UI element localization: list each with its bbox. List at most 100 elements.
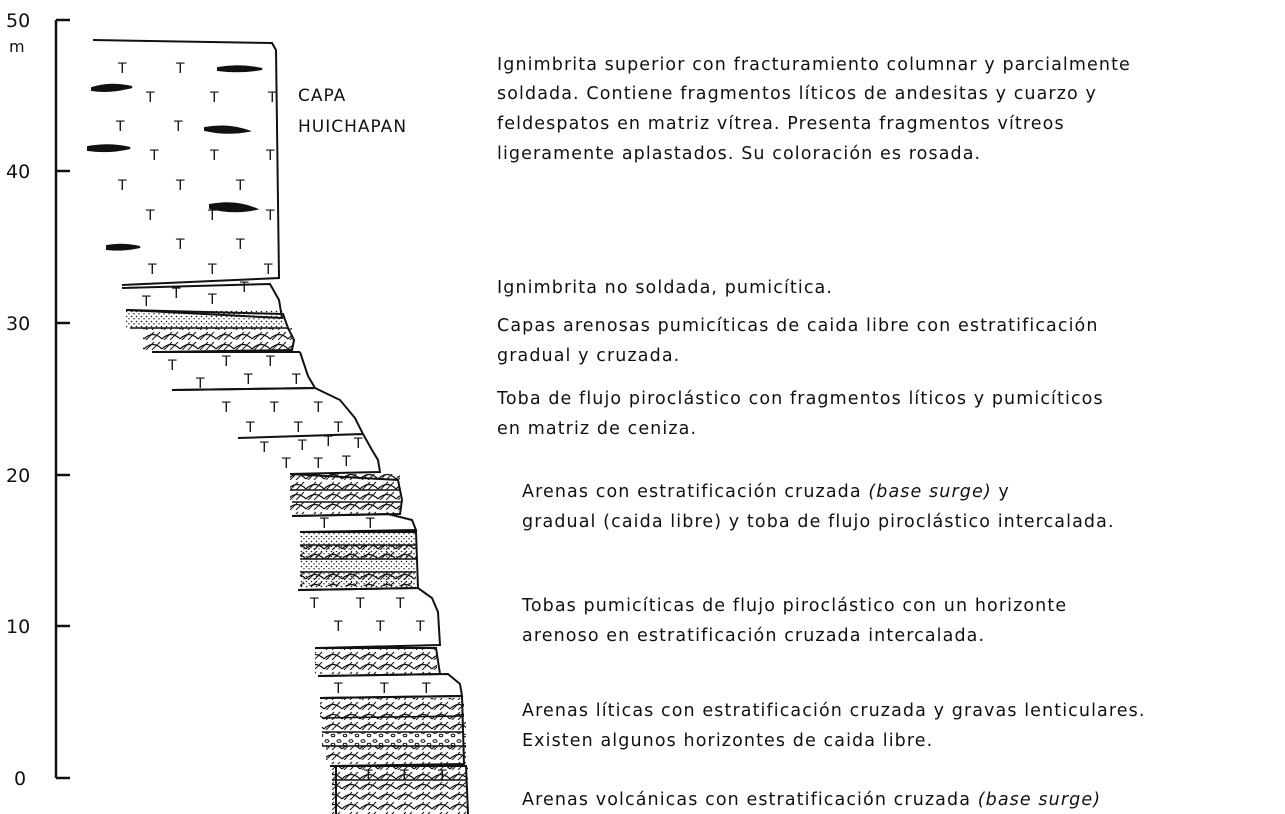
svg-text:T: T [209, 90, 219, 106]
description-line: Toba de flujo piroclástico con fragmento… [496, 389, 1104, 409]
description-ignimbrita-superior: Ignimbrita superior con fracturamiento c… [497, 55, 1131, 164]
svg-text:T: T [175, 237, 185, 253]
description-text: y [992, 482, 1010, 502]
description-tobas-pumiciticas: Tobas pumicíticas de flujo piroclástico … [521, 596, 1067, 646]
svg-text:T: T [379, 681, 389, 697]
stratigraphic-column [87, 39, 469, 814]
layer-toba-flujo [171, 351, 365, 439]
svg-text:T: T [171, 286, 181, 302]
lithic-lens [91, 83, 133, 92]
description-line: en matriz de ceniza. [497, 419, 697, 439]
svg-text:T: T [117, 61, 127, 77]
unit-label-line-2: HUICHAPAN [298, 117, 407, 137]
svg-text:T: T [399, 768, 409, 784]
svg-text:T: T [265, 208, 275, 224]
svg-text:T: T [437, 768, 447, 784]
description-line: Ignimbrita no soldada, pumicítica. [497, 278, 833, 298]
svg-text:T: T [243, 372, 253, 388]
svg-text:T: T [375, 619, 385, 635]
lithic-lens [87, 144, 131, 153]
svg-text:T: T [333, 420, 343, 436]
description-text: Arenas con estratificación cruzada [522, 482, 868, 502]
svg-text:T: T [235, 178, 245, 194]
layer-arenas-liticas [319, 694, 466, 767]
description-arenas-liticas: Arenas líticas con estratificación cruza… [522, 701, 1146, 751]
svg-text:T: T [353, 436, 363, 452]
svg-text:T: T [291, 372, 301, 388]
layer-ignimbrita-superior [87, 39, 281, 286]
layer-arenas-base-surge [289, 433, 420, 591]
description-ignimbrita-no-soldada: Ignimbrita no soldada, pumicítica. [497, 278, 833, 298]
svg-text:T: T [195, 376, 205, 392]
layer-tobas-pumiciticas [297, 586, 464, 699]
svg-text:T: T [281, 456, 291, 472]
svg-text:T: T [267, 90, 277, 106]
description-line: arenoso en estratificación cruzada inter… [522, 626, 985, 646]
svg-text:T: T [313, 456, 323, 472]
layer-capas-arenosas [125, 309, 300, 353]
svg-text:T: T [415, 619, 425, 635]
svg-text:T: T [355, 596, 365, 612]
svg-text:T: T [313, 400, 323, 416]
description-line: Arenas líticas con estratificación cruza… [522, 701, 1146, 721]
svg-text:T: T [333, 681, 343, 697]
svg-text:T: T [363, 768, 373, 784]
svg-text:T: T [239, 280, 249, 296]
svg-text:T: T [175, 178, 185, 194]
description-capas-arenosas: Capas arenosas pumicíticas de caida libr… [497, 316, 1097, 366]
description-line: gradual y cruzada. [497, 346, 680, 366]
svg-text:T: T [259, 440, 269, 456]
svg-text:T: T [207, 262, 217, 278]
svg-text:T: T [117, 178, 127, 194]
svg-text:T: T [145, 90, 155, 106]
description-italic-term: (base surge) [868, 482, 991, 502]
svg-text:T: T [147, 262, 157, 278]
description-line: soldada. Contiene fragmentos líticos de … [497, 84, 1097, 104]
svg-text:T: T [207, 208, 217, 224]
svg-text:T: T [269, 400, 279, 416]
svg-text:T: T [365, 516, 375, 532]
tick-label-50: 50 [6, 10, 30, 32]
tick-label-10: 10 [6, 616, 30, 638]
svg-text:T: T [245, 420, 255, 436]
svg-text:T: T [265, 354, 275, 370]
tick-label-20: 20 [6, 465, 30, 487]
capa-huichapan-label: CAPA HUICHAPAN [298, 86, 407, 137]
description-line: Existen algunos horizontes de caida libr… [522, 731, 933, 751]
svg-text:T: T [395, 596, 405, 612]
svg-text:T: T [145, 208, 155, 224]
unit-label-line-1: CAPA [298, 86, 346, 106]
depth-axis: 50 m 40 30 20 10 0 [6, 10, 70, 790]
lithic-lens [204, 125, 252, 134]
description-line: Arenas con estratificación cruzada (base… [522, 482, 1010, 502]
lithic-lens [209, 202, 260, 213]
description-line: ligeramente aplastados. Su coloración es… [497, 144, 981, 164]
layer-arenas-volcanicas [330, 765, 469, 814]
svg-text:T: T [141, 294, 151, 310]
lithic-lens [217, 65, 263, 73]
svg-text:T: T [173, 119, 183, 135]
description-line: Ignimbrita superior con fracturamiento c… [497, 55, 1131, 75]
svg-text:T: T [323, 434, 333, 450]
svg-text:T: T [235, 237, 245, 253]
svg-text:T: T [309, 596, 319, 612]
tick-label-30: 30 [6, 313, 30, 335]
svg-text:T: T [421, 681, 431, 697]
description-line: gradual (caida libre) y toba de flujo pi… [522, 512, 1115, 532]
svg-text:T: T [209, 148, 219, 164]
description-italic-term: (base surge) [978, 790, 1101, 810]
description-toba-flujo: Toba de flujo piroclástico con fragmento… [496, 389, 1104, 439]
description-line: Arenas volcánicas con estratificación cr… [522, 790, 1101, 810]
svg-text:T: T [221, 354, 231, 370]
description-line: Tobas pumicíticas de flujo piroclástico … [521, 596, 1067, 616]
svg-text:T: T [115, 119, 125, 135]
description-line: feldespatos en matriz vítrea. Presenta f… [497, 114, 1065, 134]
svg-text:T: T [293, 420, 303, 436]
tick-label-0: 0 [14, 768, 26, 790]
axis-unit-label: m [9, 37, 25, 56]
svg-text:T: T [175, 61, 185, 77]
svg-text:T: T [297, 438, 307, 454]
svg-text:T: T [207, 292, 217, 308]
